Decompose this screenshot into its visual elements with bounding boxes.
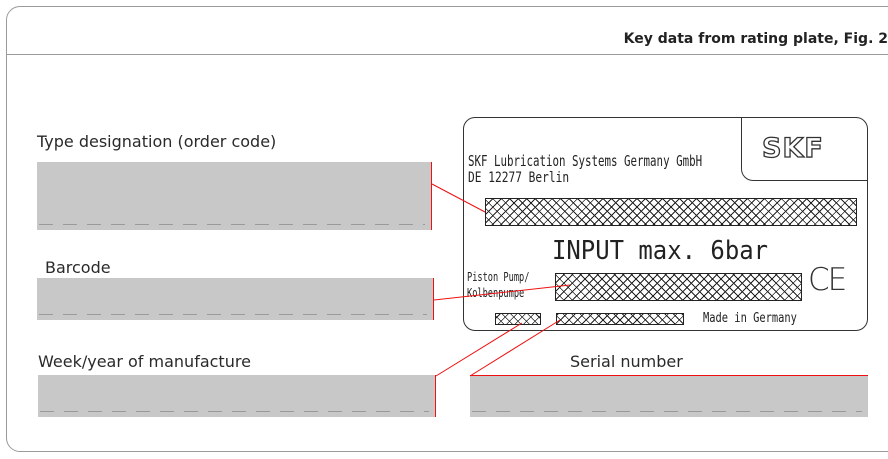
- field-dashes: [472, 411, 862, 412]
- field-dashes: [39, 224, 425, 225]
- week-year-hatch: [495, 313, 541, 325]
- type-designation-field: [37, 162, 432, 230]
- figure-frame: [6, 6, 888, 452]
- rating-plate-logo-tab: [741, 117, 868, 181]
- plate-pump-line2: Kolbenpumpe: [467, 286, 525, 300]
- barcode-hatch: [555, 273, 802, 301]
- header-divider: [7, 54, 888, 55]
- ce-mark: CE: [808, 262, 847, 298]
- plate-address: DE 12277 Berlin: [468, 170, 570, 186]
- plate-input-rating: INPUT max. 6bar: [552, 236, 769, 266]
- serial-number-hatch: [556, 313, 684, 325]
- label-type-designation: Type designation (order code): [37, 132, 277, 151]
- week-year-field: [38, 375, 436, 417]
- plate-made-in: Made in Germany: [703, 311, 797, 326]
- label-week-year: Week/year of manufacture: [38, 352, 251, 371]
- field-dashes: [40, 411, 429, 412]
- field-dashes: [39, 314, 427, 315]
- plate-company: SKF Lubrication Systems Germany GmbH: [468, 152, 703, 170]
- type-designation-hatch: [485, 198, 857, 226]
- skf-logo: SKF: [761, 132, 824, 164]
- label-serial-number: Serial number: [570, 352, 683, 371]
- plate-pump-line1: Piston Pump/: [467, 270, 530, 284]
- figure-title: Key data from rating plate, Fig. 2: [623, 31, 888, 47]
- barcode-field: [37, 278, 434, 320]
- label-barcode: Barcode: [45, 258, 111, 277]
- serial-number-field: [470, 375, 868, 417]
